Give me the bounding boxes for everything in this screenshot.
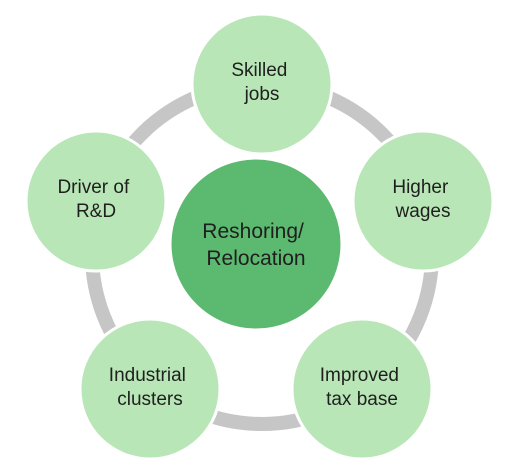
center-label-line: Reshoring/ [202,220,304,243]
satellite-label: Skilled jobs [231,60,292,105]
satellite-label: Industrial clusters [109,365,191,410]
satellite-node-higher-wages: Higher wages [351,129,495,273]
center-circle [168,156,344,332]
satellite-node-industrial-clusters: Industrial clusters [78,317,222,461]
center-label: Reshoring/ Relocation [202,220,309,270]
satellite-label-line: Skilled [231,60,287,81]
satellite-node-skilled-jobs: Skilled jobs [190,12,334,156]
satellite-circle [290,317,434,461]
satellite-label: Driver of R&D [57,177,134,222]
satellite-node-improved-tax-base: Improved tax base [290,317,434,461]
satellite-circle [351,129,495,273]
satellite-node-driver-of-rd: Driver of R&D [24,129,168,273]
satellite-label-line: clusters [117,389,182,410]
satellite-label-line: Higher [392,177,449,198]
satellite-label: Higher wages [392,177,453,222]
satellite-label-line: Improved [320,365,399,386]
satellite-label-line: tax base [326,389,398,410]
satellite-circle [78,317,222,461]
satellite-label-line: Driver of [57,177,130,198]
satellite-label-line: R&D [76,201,116,222]
center-label-line: Relocation [206,247,305,270]
satellite-label: Improved tax base [320,365,404,410]
center-node: Reshoring/ Relocation [168,156,344,332]
satellite-label-line: wages [395,201,451,222]
satellite-label-line: Industrial [109,365,186,386]
satellite-label-line: jobs [244,84,280,105]
satellite-circle [24,129,168,273]
satellite-circle [190,12,334,156]
